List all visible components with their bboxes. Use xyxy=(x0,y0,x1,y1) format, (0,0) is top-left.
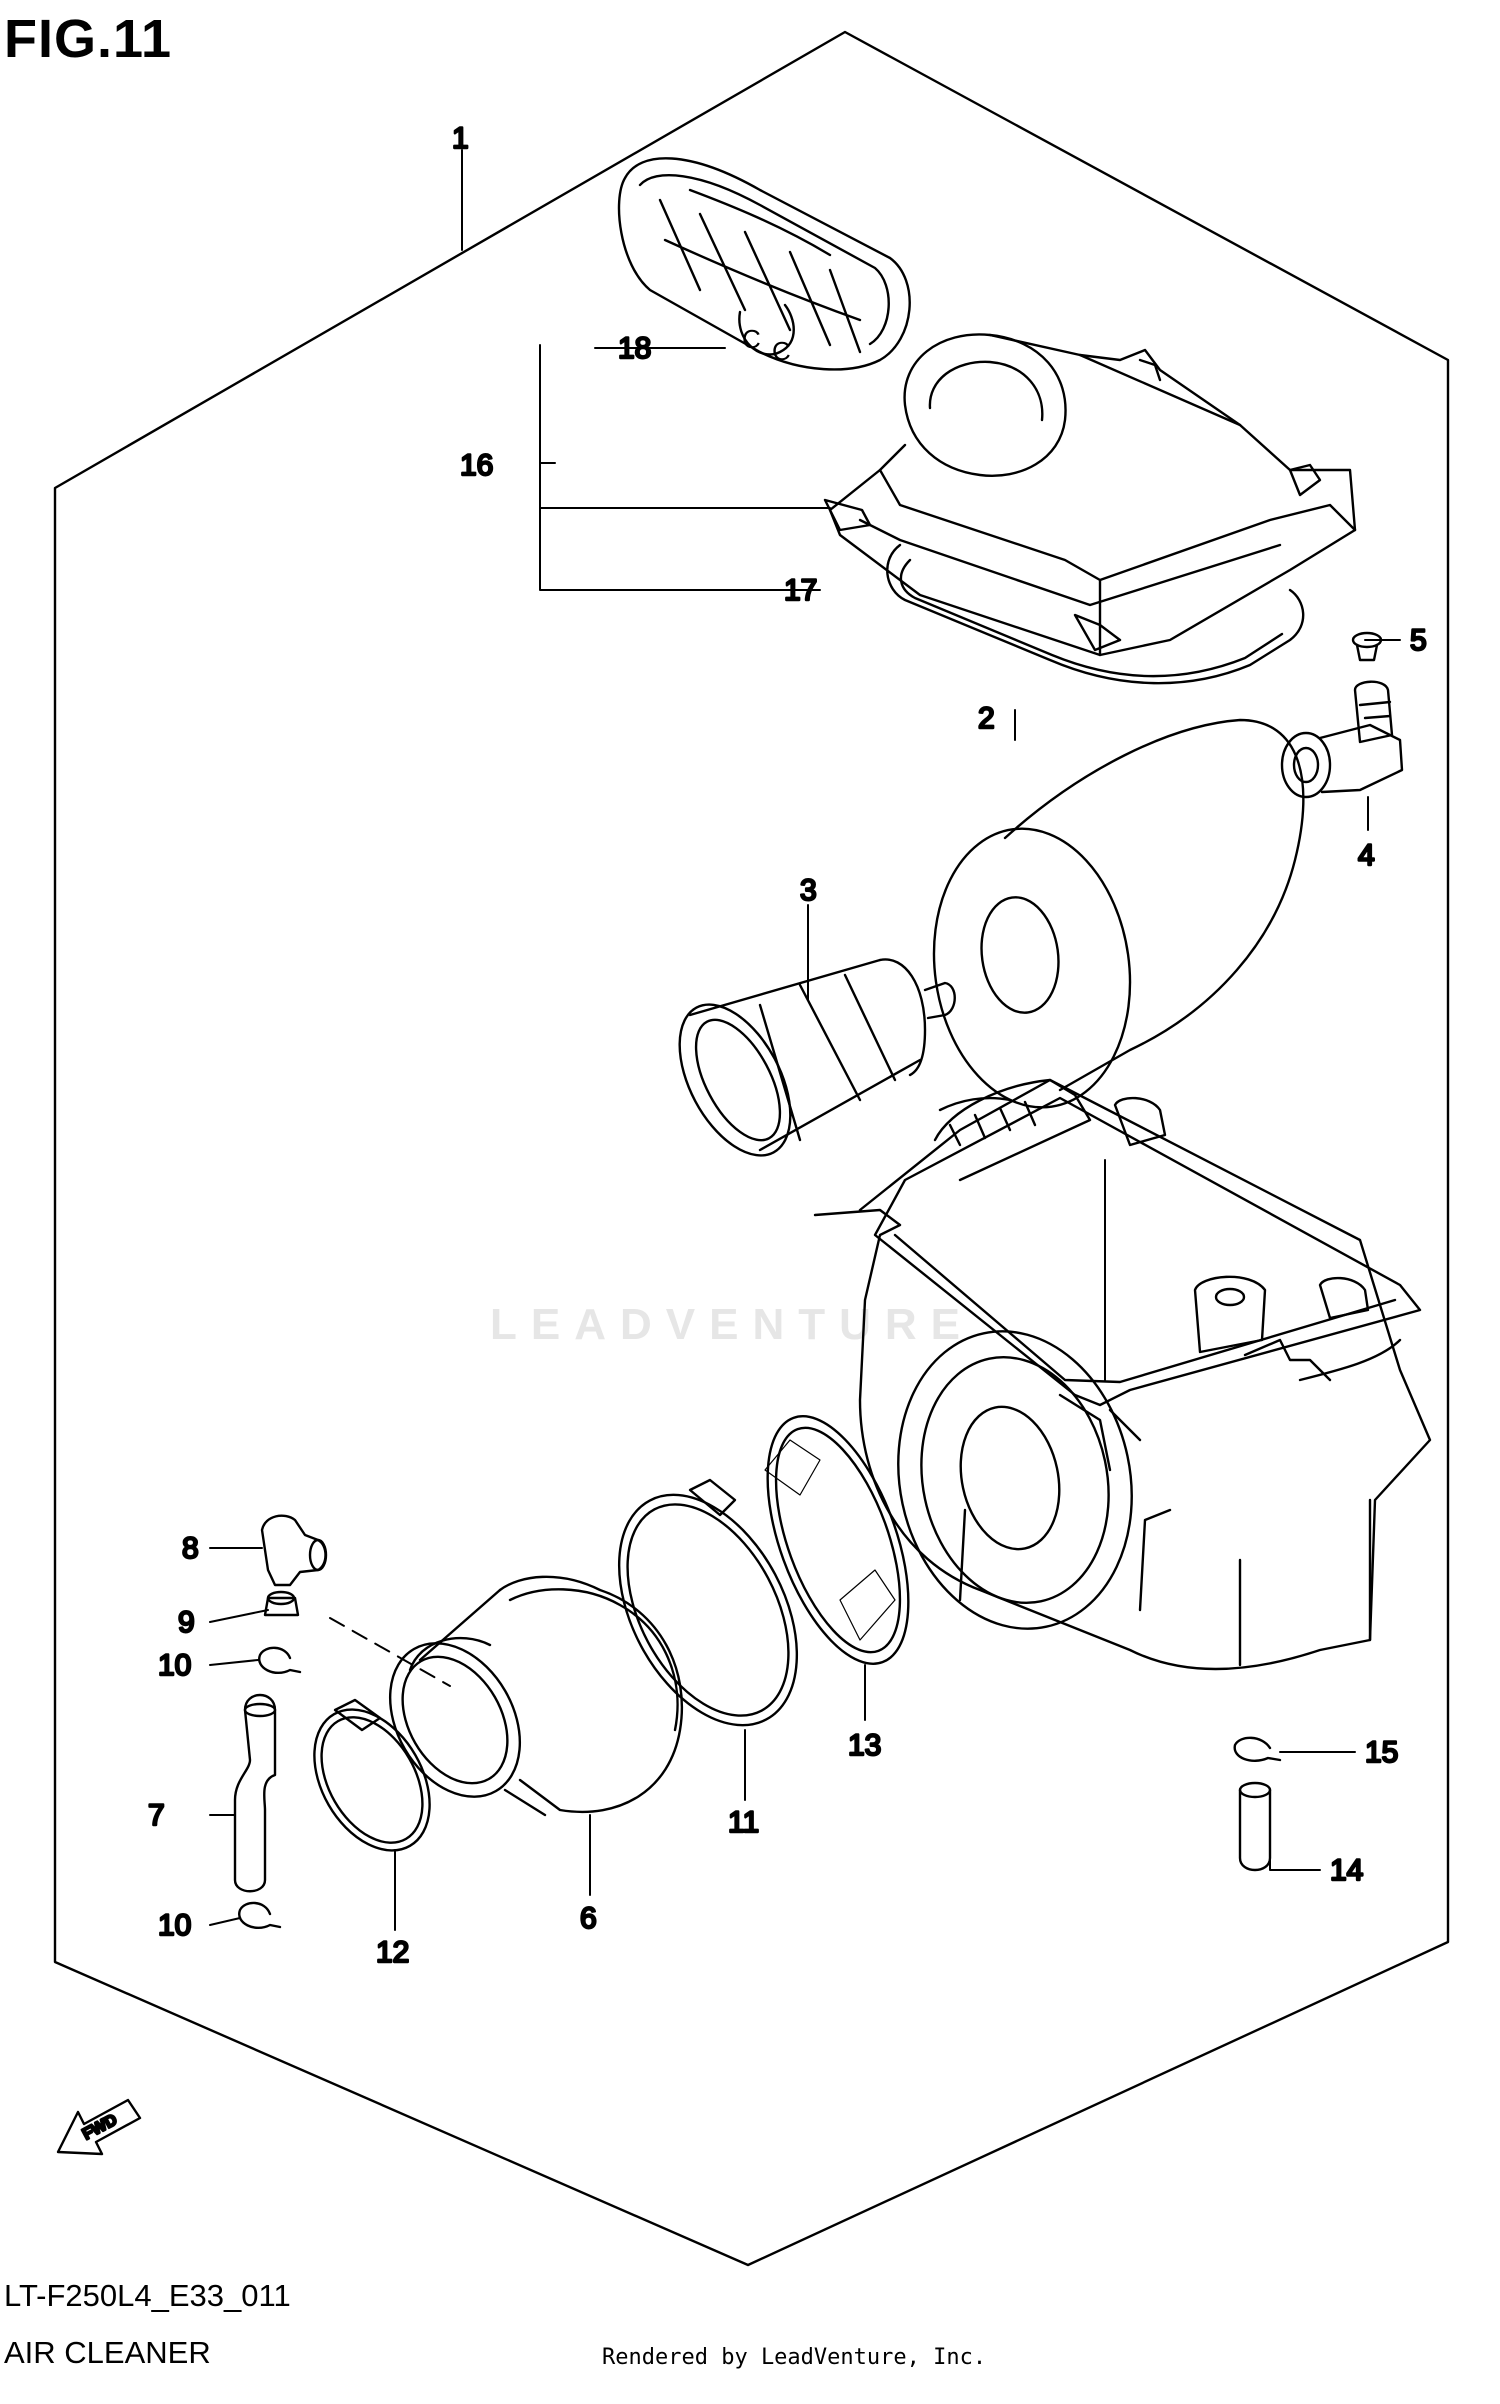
drain-valve-part-4 xyxy=(1280,680,1404,799)
clip-part-10-upper xyxy=(258,1646,302,1675)
callout-7: 7 xyxy=(148,1799,165,1832)
figure-title: FIG.11 xyxy=(4,9,173,69)
breather-hose-part-7 xyxy=(233,1693,277,1893)
leader-lines xyxy=(209,149,1401,1931)
callout-12: 12 xyxy=(376,1936,409,1969)
gasket-part-17 xyxy=(886,543,1305,685)
callout-17: 17 xyxy=(784,574,817,607)
render-credit: Rendered by LeadVenture, Inc. xyxy=(602,2345,987,2370)
callout-3: 3 xyxy=(800,874,817,907)
clip-part-15 xyxy=(1233,1736,1282,1762)
callout-2: 2 xyxy=(978,702,995,735)
clamp-ring-part-11 xyxy=(617,1478,799,1727)
callout-8: 8 xyxy=(182,1532,199,1565)
intake-duct-part-18: C C xyxy=(617,157,911,371)
callout-16: 16 xyxy=(460,449,493,482)
svg-text:C: C xyxy=(772,336,791,366)
callout-10-lower: 10 xyxy=(158,1909,191,1942)
grommet-part-9 xyxy=(263,1590,300,1617)
screw-part-5 xyxy=(1351,631,1383,662)
cap-part-16 xyxy=(823,333,1357,657)
callout-13: 13 xyxy=(848,1729,881,1762)
watermark-text: LEADVENTURE xyxy=(490,1300,975,1349)
callout-14: 14 xyxy=(1330,1854,1363,1887)
callout-10-upper: 10 xyxy=(158,1649,191,1682)
clip-part-10-lower xyxy=(238,1901,282,1930)
figure-code: LT-F250L4_E33_011 xyxy=(4,2278,291,2313)
band-clamp-part-12 xyxy=(313,1698,431,1852)
drain-tube-part-14 xyxy=(1238,1781,1272,1872)
filter-element-part-2 xyxy=(932,718,1305,1109)
callout-6: 6 xyxy=(580,1902,597,1935)
fwd-arrow-icon xyxy=(56,2098,142,2156)
callout-11: 11 xyxy=(728,1806,759,1839)
callout-15: 15 xyxy=(1365,1736,1398,1769)
callout-9: 9 xyxy=(178,1606,195,1639)
inlet-boot-part-6 xyxy=(388,1575,684,1817)
callout-4: 4 xyxy=(1358,839,1375,872)
callout-1: 1 xyxy=(452,122,469,155)
callout-5: 5 xyxy=(1410,624,1427,657)
figure-name: AIR CLEANER xyxy=(4,2335,211,2370)
filter-cage-part-3 xyxy=(678,958,956,1157)
assembly-boundary xyxy=(53,30,1450,2267)
breather-elbow-part-8 xyxy=(260,1514,328,1587)
screen-part-13 xyxy=(764,1415,910,1665)
svg-text:C: C xyxy=(742,324,761,354)
callout-18: 18 xyxy=(618,332,651,365)
housing-part-1 xyxy=(813,1078,1432,1671)
